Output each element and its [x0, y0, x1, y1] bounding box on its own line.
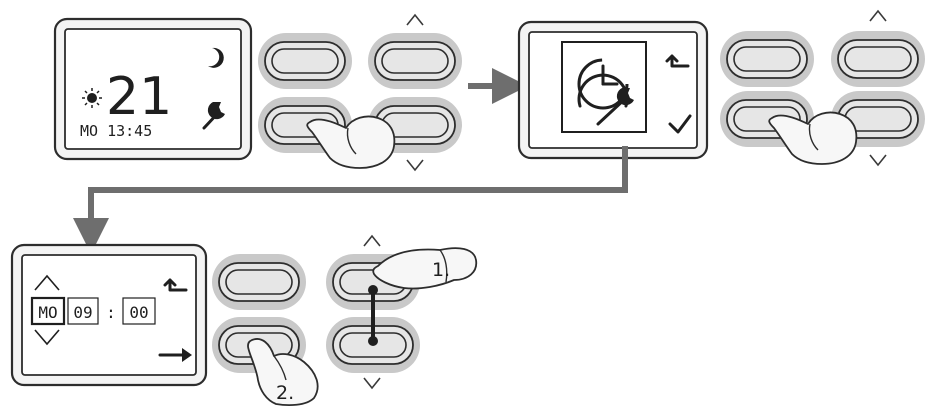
chevron-down-icon: [869, 154, 887, 167]
step-2-label: 2.: [276, 382, 294, 404]
hours-field-box: [67, 297, 99, 325]
day-field-box: [30, 296, 66, 326]
day-time-readout: MO 13:45: [80, 122, 152, 140]
hours-field: 09: [73, 303, 92, 322]
panel1-button-top-right[interactable]: [367, 32, 463, 90]
step-2-hand: 2.: [247, 338, 319, 406]
panel2-button-top-left[interactable]: [719, 30, 815, 88]
minutes-field: 00: [129, 303, 148, 322]
time-separator: :: [106, 303, 116, 322]
panel-time-setting: MO 09 : 00: [10, 243, 208, 387]
chevron-up-icon: [406, 13, 424, 26]
minutes-field-box: [122, 297, 156, 325]
chevron-down-icon: [406, 159, 424, 172]
pressing-hand-icon: [306, 115, 396, 169]
checkmark-icon: [668, 114, 692, 134]
wrench-icon: [202, 102, 225, 130]
panel-settings-menu: [517, 20, 709, 160]
panel2-button-top-right[interactable]: [830, 30, 925, 88]
sun-icon: [82, 88, 102, 108]
up-down-link-bracket: [368, 285, 378, 346]
clock-wrench-icon: [561, 41, 647, 133]
chevron-up-icon: [363, 234, 381, 247]
back-arrow-icon: [163, 278, 188, 292]
pressing-hand-icon: [768, 111, 858, 165]
panel1-button-top-left[interactable]: [257, 32, 353, 90]
moon-icon: [208, 47, 224, 68]
step-1-label: 1.: [432, 259, 450, 281]
step-1-hand: 1.: [372, 247, 478, 290]
temperature-readout: 21: [106, 67, 172, 127]
panel3-button-top-left[interactable]: [211, 253, 307, 311]
chevron-down-icon: [363, 377, 381, 390]
panel-home-screen: 21 MO 13:45: [53, 17, 253, 161]
right-arrow-icon: [158, 348, 192, 362]
flow-arrow-2: [73, 146, 628, 254]
day-field: MO: [38, 303, 57, 322]
back-arrow-icon: [665, 54, 690, 68]
up-down-arrows-icon: [34, 274, 60, 346]
chevron-up-icon: [869, 9, 887, 22]
